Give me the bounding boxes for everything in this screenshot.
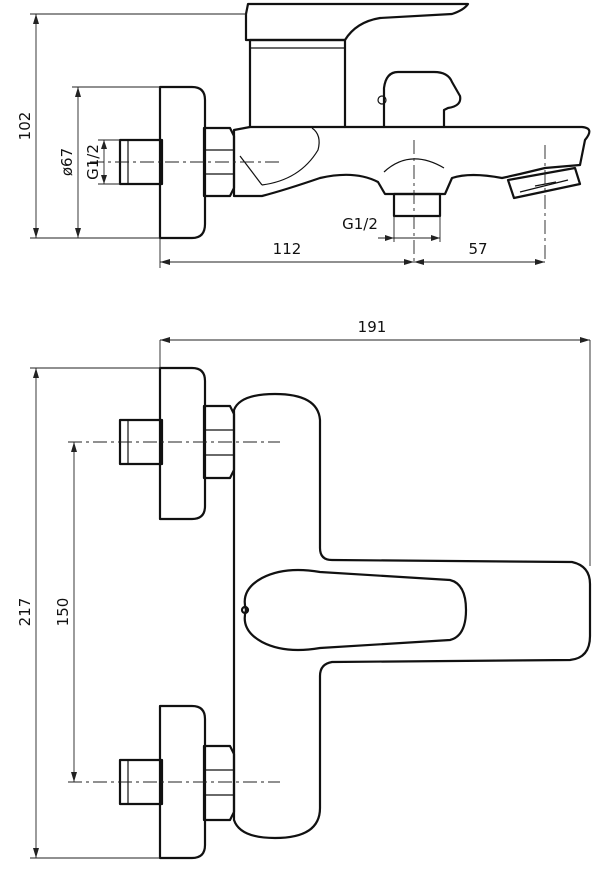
side-outlet-nipple bbox=[392, 192, 442, 218]
side-view: 102 ø67 G1/2 G1/2 112 57 bbox=[16, 2, 591, 268]
side-mixer-body bbox=[232, 125, 591, 198]
side-outlet-thread-dim: G1/2 bbox=[342, 215, 378, 233]
side-height-dim: 102 bbox=[16, 112, 34, 141]
side-inlet-thread-dim: G1/2 bbox=[84, 144, 102, 180]
side-knob-button bbox=[377, 95, 387, 105]
top-lower-wall-flange bbox=[158, 704, 207, 860]
top-lower-hex-nut bbox=[202, 744, 236, 822]
side-diverter-knob bbox=[382, 70, 462, 129]
top-upper-wall-flange bbox=[158, 366, 207, 521]
top-center-distance-dim: 150 bbox=[54, 598, 72, 627]
side-wall-flange bbox=[158, 85, 207, 240]
side-wall-to-outlet-dim: 112 bbox=[273, 240, 302, 258]
side-cartridge-column bbox=[248, 38, 347, 129]
side-outlet-to-spout-dim: 57 bbox=[468, 240, 487, 258]
top-height-dim: 217 bbox=[16, 598, 34, 627]
top-width-dim: 191 bbox=[358, 318, 387, 336]
side-flange-diameter-dim: ø67 bbox=[58, 148, 76, 176]
top-lever-handle bbox=[243, 568, 468, 652]
side-spout-aerator bbox=[506, 166, 582, 200]
top-view: 191 217 150 bbox=[16, 318, 592, 860]
side-lever-handle bbox=[244, 2, 470, 42]
top-handle-button bbox=[240, 605, 250, 615]
top-mixer-body bbox=[232, 392, 592, 840]
